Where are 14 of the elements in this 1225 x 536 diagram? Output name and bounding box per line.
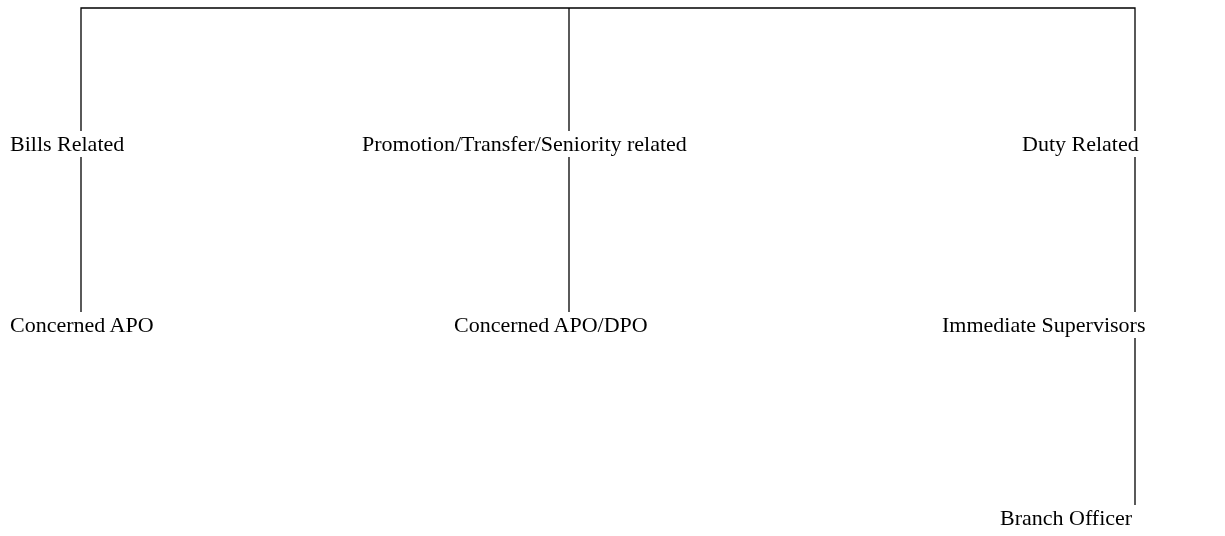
node-label: Promotion/Transfer/Seniority related (362, 131, 807, 157)
connector-line (568, 7, 1136, 132)
connector-line (1134, 156, 1136, 313)
node-label: Branch Officer (1000, 505, 1175, 531)
node-label: Bills Related (10, 131, 170, 157)
node-label: Concerned APO/DPO (454, 312, 719, 338)
connector-line (1134, 337, 1136, 506)
node-label: Immediate Supervisors (942, 312, 1197, 338)
connector-line (568, 7, 570, 132)
connector-line (80, 156, 82, 313)
connector-line (568, 156, 570, 313)
node-label: Concerned APO (10, 312, 210, 338)
connector-line (80, 7, 570, 132)
node-label: Duty Related (1022, 131, 1182, 157)
